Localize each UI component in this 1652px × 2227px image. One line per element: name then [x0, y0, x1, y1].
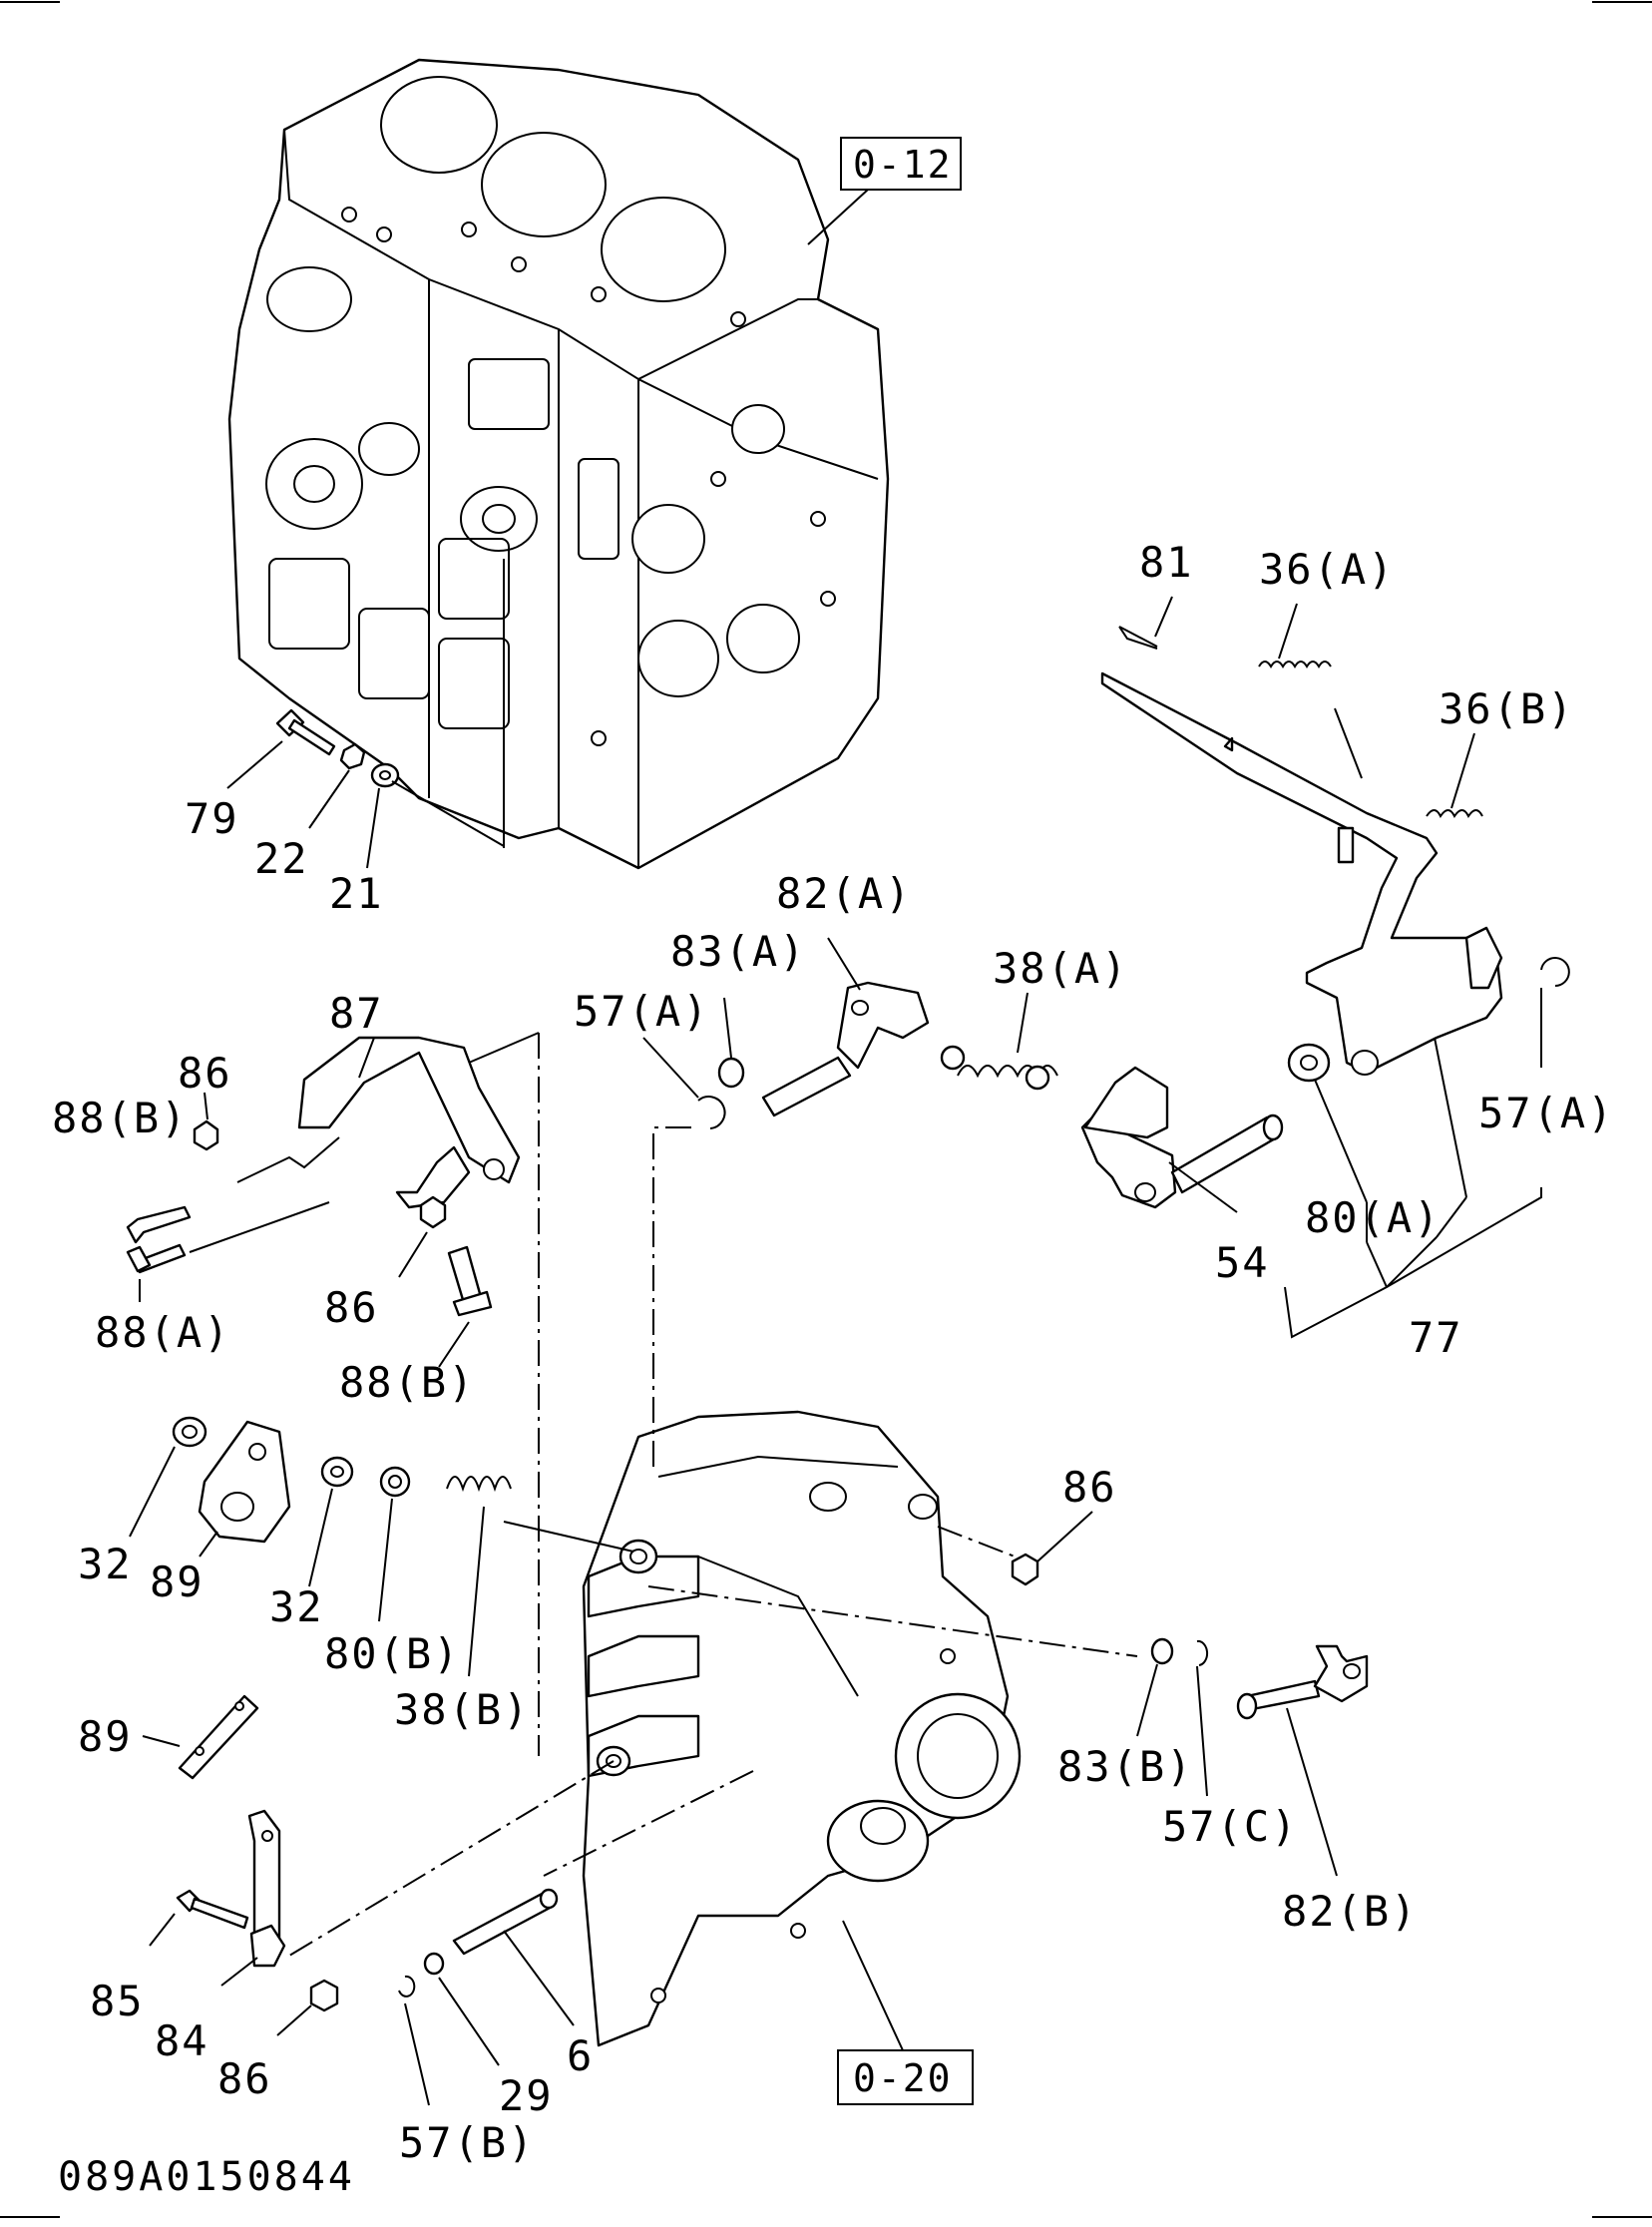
- cylinder-block: [227, 58, 890, 870]
- bolt-nut-washer-group: [226, 559, 505, 869]
- callout-32-right: 32: [269, 1582, 324, 1631]
- callout-86-top: 86: [178, 1049, 232, 1098]
- governor-lever-assembly: [642, 596, 1570, 1339]
- callout-85: 85: [90, 1977, 145, 2025]
- callout-36a: 36(A): [1259, 545, 1395, 594]
- bottom-linkage-parts: [149, 1809, 575, 2106]
- callout-77: 77: [1409, 1313, 1463, 1362]
- ref-label-0-20: 0-20: [853, 2056, 953, 2100]
- callout-labels: 79 22 21 81 36(A) 36(B) 82(A) 83(A) 57(A…: [52, 538, 1614, 2167]
- callout-82b: 82(B): [1282, 1887, 1418, 1936]
- gear-case: [288, 1126, 1138, 2047]
- callout-89-bottom: 89: [78, 1712, 133, 1761]
- ref-box-0-20: 0-20: [837, 1920, 974, 2105]
- callout-86-bottom: 86: [217, 2054, 272, 2103]
- callout-84: 84: [155, 2016, 209, 2065]
- callout-86-right: 86: [1062, 1463, 1117, 1512]
- lever-82b-group: [1011, 1511, 1369, 1877]
- callout-54: 54: [1215, 1238, 1270, 1287]
- callout-36b: 36(B): [1439, 684, 1574, 733]
- ref-label-0-12: 0-12: [853, 143, 953, 187]
- callout-57a-right: 57(A): [1478, 1089, 1614, 1137]
- callout-38b: 38(B): [394, 1685, 530, 1734]
- callout-38a: 38(A): [993, 944, 1128, 993]
- ref-box-0-12: 0-12: [807, 137, 962, 245]
- callout-89-top: 89: [150, 1558, 205, 1606]
- callout-82a: 82(A): [776, 869, 912, 918]
- callout-88a: 88(A): [95, 1308, 230, 1357]
- callout-87: 87: [329, 989, 384, 1038]
- drawing-id: 089A0150844: [58, 2154, 355, 2200]
- bracket-87: [126, 1032, 540, 1756]
- callout-88b-mid: 88(B): [339, 1358, 475, 1407]
- callout-57b: 57(B): [399, 2118, 535, 2167]
- callout-6: 6: [567, 2031, 594, 2080]
- callout-29: 29: [499, 2071, 554, 2120]
- callout-79: 79: [185, 794, 239, 843]
- callout-32-left: 32: [78, 1540, 133, 1588]
- callout-81: 81: [1139, 538, 1194, 587]
- callout-83b: 83(B): [1057, 1742, 1193, 1791]
- callout-83a: 83(A): [670, 927, 806, 976]
- callout-86-mid: 86: [324, 1283, 379, 1332]
- callout-21: 21: [329, 869, 384, 918]
- governor-small-parts: [129, 1416, 512, 1780]
- callout-80a: 80(A): [1305, 1193, 1441, 1242]
- callout-80b: 80(B): [324, 1629, 460, 1678]
- callout-57c: 57(C): [1162, 1802, 1298, 1851]
- callout-57a-left: 57(A): [574, 987, 709, 1036]
- callout-88b-top: 88(B): [52, 1094, 188, 1142]
- callout-22: 22: [254, 834, 309, 883]
